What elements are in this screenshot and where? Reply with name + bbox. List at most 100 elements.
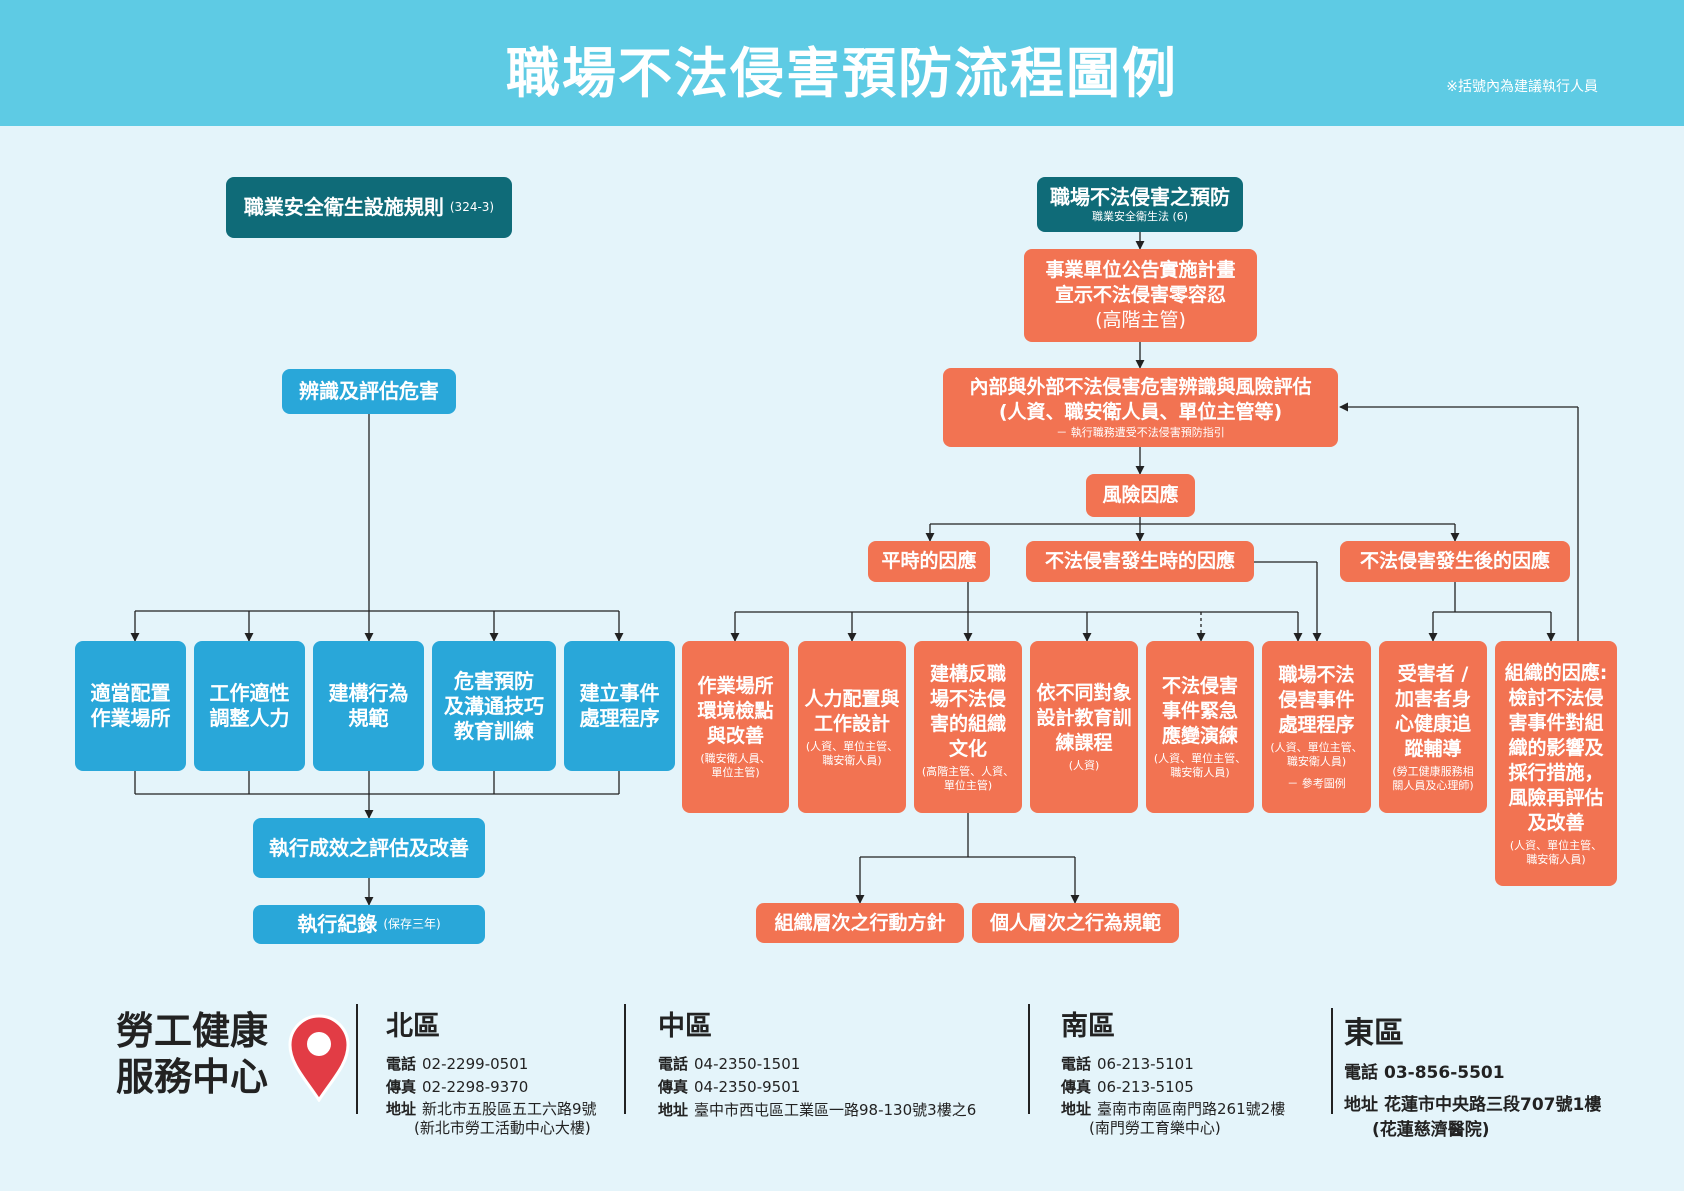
measure-3-line-2: 規範 xyxy=(348,706,389,730)
fax-value: 02-2298-9370 xyxy=(422,1078,529,1096)
phone-value: 03-856-5501 xyxy=(1384,1063,1505,1083)
region-south-address: 地址臺南市南區南門路261號2樓 xyxy=(1061,1099,1285,1119)
fax-label: 傳真 xyxy=(1061,1078,1092,1096)
address-value: 臺南市南區南門路261號2樓 xyxy=(1097,1100,1286,1118)
assess-line-1: 內部與外部不法侵害危害辨識與風險評估 xyxy=(969,376,1312,398)
personal-label: 個人層次之行為規範 xyxy=(989,911,1161,934)
footer-divider-4 xyxy=(1331,1008,1333,1114)
evaluate-box: 執行成效之評估及改善 xyxy=(253,818,485,878)
header-bar: 職場不法侵害預防流程圖例 ※括號內為建議執行人員 xyxy=(0,0,1684,126)
rule-ref: (324-3) xyxy=(449,200,495,214)
card-3-line-3: 害的組織 xyxy=(929,712,1006,735)
region-north-address-note: (新北市勞工活動中心大樓) xyxy=(414,1119,591,1137)
identify-label: 辨識及評估危害 xyxy=(299,379,439,403)
phase-during: 不法侵害發生時的因應 xyxy=(1026,541,1254,582)
card-organization: 組織的因應: 檢討不法侵 害事件對組 織的影響及 採行措施， 風險再評估 及改善… xyxy=(1495,641,1617,886)
card-6-line-1: 職場不法 xyxy=(1278,664,1355,686)
fax-label: 傳真 xyxy=(386,1078,417,1096)
card-7-line-4: 蹤輔導 xyxy=(1404,737,1462,760)
card-5-note-2: 職安衛人員) xyxy=(1170,766,1230,779)
measure-5-line-1: 建立事件 xyxy=(579,681,660,705)
measure-box-4: 危害預防 及溝通技巧 教育訓練 xyxy=(432,641,556,771)
assess-box: 內部與外部不法侵害危害辨識與風險評估 (人資、職安衛人員、單位主管等) － 執行… xyxy=(943,368,1338,447)
card-environment: 作業場所 環境檢點 與改善 (職安衛人員、 單位主管) xyxy=(682,641,789,813)
card-procedure: 職場不法 侵害事件 處理程序 (人資、單位主管、 職安衛人員) － 參考圖例 xyxy=(1262,641,1371,813)
card-3-line-1: 建構反職 xyxy=(929,662,1006,685)
measure-4-line-1: 危害預防 xyxy=(454,668,534,693)
card-1-note-1: (職安衛人員、 xyxy=(700,752,771,765)
card-1-line-1: 作業場所 xyxy=(697,675,774,697)
card-7-note-2: 關人員及心理師) xyxy=(1392,778,1474,792)
card-2-note-2: 職安衛人員) xyxy=(822,753,882,767)
center-name: 勞工健康 服務中心 xyxy=(116,1008,268,1100)
card-5-note-1: (人資、單位主管、 xyxy=(1153,752,1247,765)
card-8-line-1: 組織的因應: xyxy=(1504,661,1608,684)
card-2-line-1: 人力配置與 xyxy=(804,687,900,710)
org-policy-box: 組織層次之行動方針 xyxy=(756,903,964,943)
card-3-note-2: 單位主管) xyxy=(943,778,993,792)
address-label: 地址 xyxy=(1344,1095,1378,1115)
card-1-note-2: 單位主管) xyxy=(711,766,760,779)
measure-1-line-1: 適當配置 xyxy=(90,681,171,705)
card-8-line-4: 織的影響及 xyxy=(1508,736,1604,759)
phase-during-label: 不法侵害發生時的因應 xyxy=(1044,550,1235,572)
law-title: 職場不法侵害之預防 xyxy=(1050,185,1230,209)
address-value: 新北市五股區五工六路9號 xyxy=(422,1100,597,1118)
phone-value: 02-2299-0501 xyxy=(422,1055,529,1073)
measure-2-line-1: 工作適性 xyxy=(209,681,290,705)
address-value: 花蓮市中央路三段707號1樓 xyxy=(1384,1095,1602,1115)
card-3-line-4: 文化 xyxy=(948,737,987,760)
card-4-line-1: 依不同對象 xyxy=(1036,682,1132,704)
rule-box: 職業安全衛生設施規則 (324-3) xyxy=(226,177,512,238)
footer-divider-2 xyxy=(624,1004,626,1114)
card-1-line-2: 環境檢點 xyxy=(697,700,774,722)
card-4-note-1: (人資) xyxy=(1068,759,1100,772)
card-2-note-1: (人資、單位主管、 xyxy=(805,739,899,753)
card-8-note-1: (人資、單位主管、 xyxy=(1509,838,1603,852)
card-culture: 建構反職 場不法侵 害的組織 文化 (高階主管、人資、 單位主管) xyxy=(914,641,1022,813)
region-east-address-note: (花蓮慈濟醫院) xyxy=(1372,1120,1490,1140)
region-north-name: 北區 xyxy=(386,1011,440,1042)
footer-divider-1 xyxy=(356,1004,358,1114)
measure-box-1: 適當配置 作業場所 xyxy=(75,641,186,771)
card-6-line-3: 處理程序 xyxy=(1278,714,1355,736)
location-pin-icon xyxy=(288,1014,350,1102)
card-7-note-1: (勞工健康服務相 xyxy=(1392,764,1474,778)
region-central-name: 中區 xyxy=(658,1011,712,1042)
measure-4-line-2: 及溝通技巧 xyxy=(444,693,544,718)
card-8-line-2: 檢討不法侵 xyxy=(1508,686,1604,709)
record-note: (保存三年) xyxy=(383,917,441,931)
phase-normal-label: 平時的因應 xyxy=(881,550,977,572)
phase-after: 不法侵害發生後的因應 xyxy=(1340,541,1570,582)
region-north-fax: 傳真 02-2298-9370 xyxy=(386,1076,597,1099)
address-label: 地址 xyxy=(1061,1100,1092,1118)
center-name-line-1: 勞工健康 xyxy=(116,1009,269,1053)
card-3-line-2: 場不法侵 xyxy=(929,687,1006,710)
card-3-note-1: (高階主管、人資、 xyxy=(921,764,1015,778)
record-box: 執行紀錄 (保存三年) xyxy=(253,905,485,944)
card-7-line-2: 加害者身 xyxy=(1394,687,1471,710)
card-4-line-3: 練課程 xyxy=(1055,732,1113,754)
assess-ref: － 執行職務遭受不法侵害預防指引 xyxy=(1056,426,1225,439)
card-7-line-3: 心健康追 xyxy=(1394,712,1471,735)
card-8-line-5: 採行措施， xyxy=(1508,761,1604,784)
rule-title: 職業安全衛生設施規則 xyxy=(243,195,444,219)
footer-divider-3 xyxy=(1028,1004,1030,1114)
card-6-note-3: － 參考圖例 xyxy=(1287,777,1346,790)
address-label: 地址 xyxy=(658,1101,689,1119)
card-8-line-3: 害事件對組 xyxy=(1508,711,1604,734)
measure-box-5: 建立事件 處理程序 xyxy=(564,641,675,771)
page-title: 職場不法侵害預防流程圖例 xyxy=(506,42,1178,105)
measure-box-3: 建構行為 規範 xyxy=(313,641,424,771)
personal-box: 個人層次之行為規範 xyxy=(972,903,1179,943)
region-north-address: 地址新北市五股區五工六路9號 xyxy=(386,1099,597,1119)
card-training: 依不同對象 設計教育訓 練課程 (人資) xyxy=(1030,641,1138,813)
identify-box: 辨識及評估危害 xyxy=(282,369,456,414)
